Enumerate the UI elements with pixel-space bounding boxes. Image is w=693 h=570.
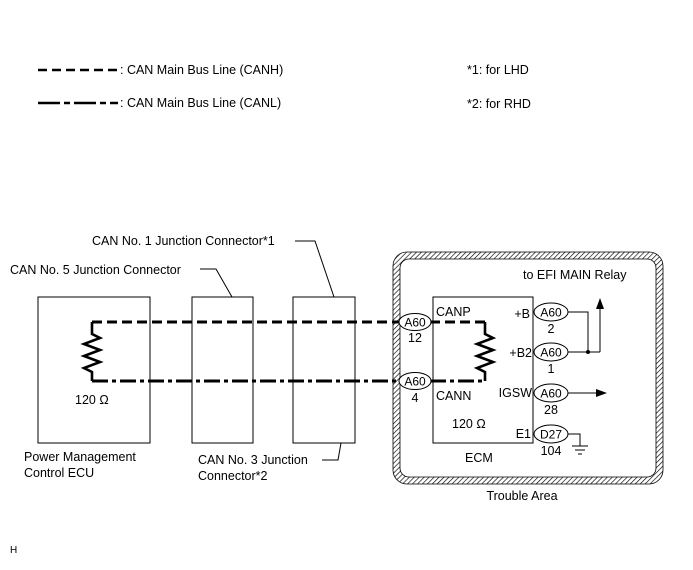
junction-connector-5-leader (200, 268, 233, 298)
ecm-label: ECM (465, 451, 493, 465)
junction-connector-3-leader (322, 442, 342, 461)
ground-icon (572, 445, 588, 455)
junction-dot (586, 350, 590, 354)
terminal-plus-b-name: +B (514, 307, 530, 321)
terminal-plus-b2-connector: A60 (540, 346, 562, 360)
connector-canh-oval (398, 313, 432, 331)
plus-b-wire (568, 311, 589, 352)
terminal-plus-b2-oval (533, 342, 569, 362)
terminal-igsw-connector: A60 (540, 387, 562, 401)
terminal-plus-b-connector: A60 (540, 306, 562, 320)
note-lhd: *1: for LHD (467, 63, 529, 77)
terminal-plus-b-oval (533, 302, 569, 322)
power-management-ecu-box (37, 296, 151, 444)
connector-canl-oval (398, 372, 432, 390)
note-rhd: *2: for RHD (467, 97, 531, 111)
pmc-termination-resistor (80, 322, 104, 381)
junction-connector-1-leader (295, 240, 335, 298)
power-management-ecu-label-1: Power Management (24, 450, 136, 464)
terminal-e1-pin: 104 (541, 444, 562, 458)
ecm-resistor-value: 120 Ω (452, 417, 486, 431)
power-management-ecu-label-2: Control ECU (24, 466, 94, 480)
trouble-area-border (392, 251, 664, 485)
connector-canh-pin: 12 (408, 331, 422, 345)
legend-canh-label: : CAN Main Bus Line (CANH) (120, 63, 283, 77)
trouble-area-label: Trouble Area (486, 489, 557, 503)
ecm-canp-label: CANP (436, 305, 471, 319)
ecm-cann-label: CANN (436, 389, 471, 403)
junction-connector-3-label-1: CAN No. 3 Junction (198, 453, 308, 467)
terminal-e1-name: E1 (516, 427, 531, 441)
ecm-termination-resistor (473, 322, 497, 381)
terminal-e1-oval (533, 424, 569, 444)
terminal-igsw-name: IGSW (499, 386, 533, 400)
terminal-plus-b-pin: 2 (548, 322, 555, 336)
terminal-plus-b2-pin: 1 (548, 362, 555, 376)
corner-code: H (10, 545, 17, 556)
legend-canl-label: : CAN Main Bus Line (CANL) (120, 96, 281, 110)
connector-canh-code: A60 (404, 316, 426, 330)
connector-canl-code: A60 (404, 375, 426, 389)
junction-connector-5-box (191, 296, 254, 444)
efi-relay-label: to EFI MAIN Relay (523, 268, 627, 282)
connector-canl-pin: 4 (412, 391, 419, 405)
terminal-plus-b2-name: +B2 (509, 346, 532, 360)
junction-connector-1-3-box (292, 296, 356, 444)
efi-relay-arrow-icon (596, 298, 604, 309)
ecm-box (432, 296, 534, 444)
junction-connector-3-label-2: Connector*2 (198, 469, 268, 483)
junction-connector-5-label: CAN No. 5 Junction Connector (10, 263, 181, 277)
pmc-resistor-value: 120 Ω (75, 393, 109, 407)
e1-ground-wire (568, 433, 581, 446)
terminal-igsw-oval (533, 383, 569, 403)
terminal-e1-connector: D27 (540, 428, 562, 442)
terminal-igsw-pin: 28 (544, 403, 558, 417)
igsw-arrow-icon (596, 389, 607, 397)
junction-connector-1-label: CAN No. 1 Junction Connector*1 (92, 234, 275, 248)
